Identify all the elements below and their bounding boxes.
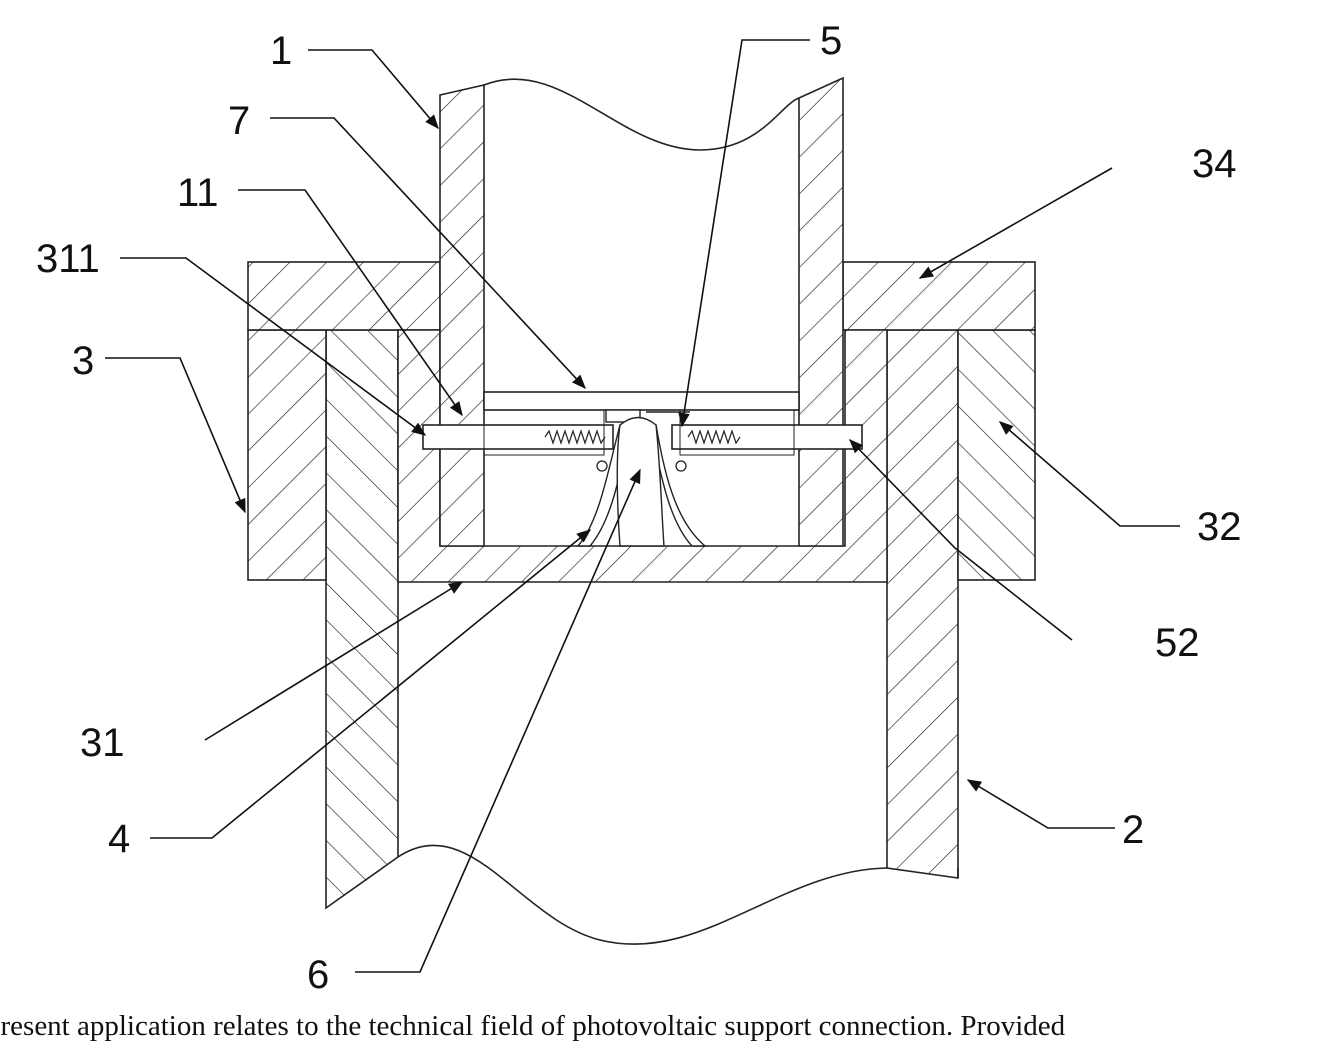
- label-5: 5: [820, 19, 842, 63]
- upper-tube-right-wall: [799, 78, 843, 546]
- lower-tube-left-wall: [326, 330, 398, 908]
- label-32: 32: [1197, 505, 1242, 549]
- leader-5: [682, 40, 810, 426]
- lower-tube-break-line: [398, 845, 887, 944]
- top-flange-left: [248, 262, 440, 330]
- leader-2: [968, 780, 1115, 828]
- label-34: 34: [1192, 142, 1237, 186]
- upper-tube-break-line: [484, 79, 799, 150]
- leader-3: [105, 358, 245, 512]
- label-4: 4: [108, 817, 130, 861]
- patent-abstract-caption: present application relates to the techn…: [0, 1006, 1326, 1046]
- leader-1: [308, 50, 438, 128]
- top-flange-right: [843, 262, 1035, 330]
- pivot-right: [676, 461, 686, 471]
- label-31: 31: [80, 721, 125, 765]
- sleeve-left-block: [248, 330, 326, 580]
- pin-bar-right: [672, 425, 862, 449]
- pin-bar-left: [423, 425, 613, 449]
- label-52: 52: [1155, 621, 1200, 665]
- label-6: 6: [307, 953, 329, 997]
- center-fin: [617, 418, 664, 547]
- label-2: 2: [1122, 808, 1144, 852]
- label-1: 1: [270, 29, 292, 73]
- upper-tube-left-wall: [440, 85, 484, 546]
- label-11: 11: [177, 171, 219, 215]
- label-311: 311: [36, 237, 100, 281]
- pivot-left: [597, 461, 607, 471]
- label-7: 7: [228, 99, 250, 143]
- lower-tube-right-wall: [887, 330, 958, 878]
- cover-plate: [484, 392, 799, 410]
- sleeve-right-block: [958, 330, 1035, 580]
- label-3: 3: [72, 339, 94, 383]
